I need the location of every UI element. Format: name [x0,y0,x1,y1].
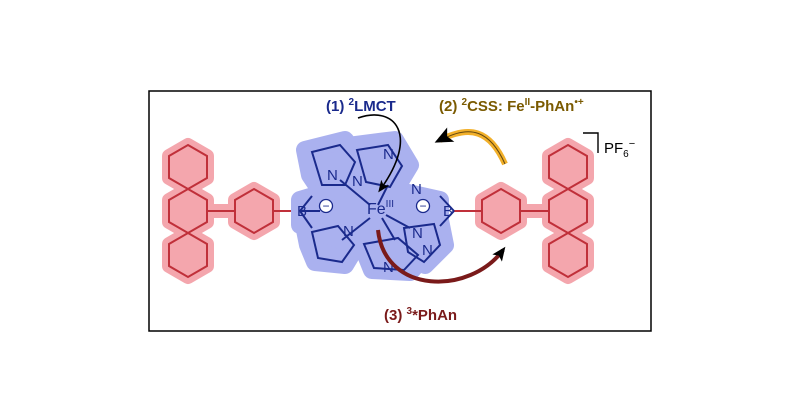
iron-center-label: FeIII [367,199,394,218]
left-anthracene-skeleton [168,143,300,279]
iron-oxidation-state: III [386,199,394,210]
step3-label: (3) 3*PhAn [384,306,457,324]
nitrogen-label-8: N [422,242,433,259]
nitrogen-label-2: N [383,146,394,163]
nitrogen-label-5: N [343,223,354,240]
iron-symbol: Fe [367,201,386,218]
right-phenylanthracene [454,138,594,284]
minus-sign-right: − [419,199,426,213]
minus-sign-left: − [322,199,329,213]
step1-label: (1) 2LMCT [326,97,396,115]
charge-minus-right: − [415,198,431,214]
boron-right-label: B [443,203,453,220]
scorpionate-skeleton [299,143,455,272]
charge-minus-left: − [318,198,334,214]
nitrogen-label-6: N [383,259,394,276]
nitrogen-label-3: N [411,181,422,198]
counterion-bracket [583,132,599,153]
left-phenylanthracene [162,138,300,284]
boron-left-label: B [297,203,307,220]
step2-label: (2) 2CSS: FeII-PhAn•+ [439,97,584,115]
counterion-label: PF6− [604,138,635,160]
frame-border [148,90,652,332]
nitrogen-label-1: N [352,173,363,190]
css-arrow [434,127,508,166]
css-arrow-outline [442,131,506,165]
atom-labels: B B N N N N N N N N [297,146,453,276]
lmct-arrow [357,114,402,193]
right-anthracene-skeleton [454,143,588,279]
nitrogen-label-4: N [327,167,338,184]
triplet-arrow [376,229,506,284]
nitrogen-label-7: N [412,225,423,242]
